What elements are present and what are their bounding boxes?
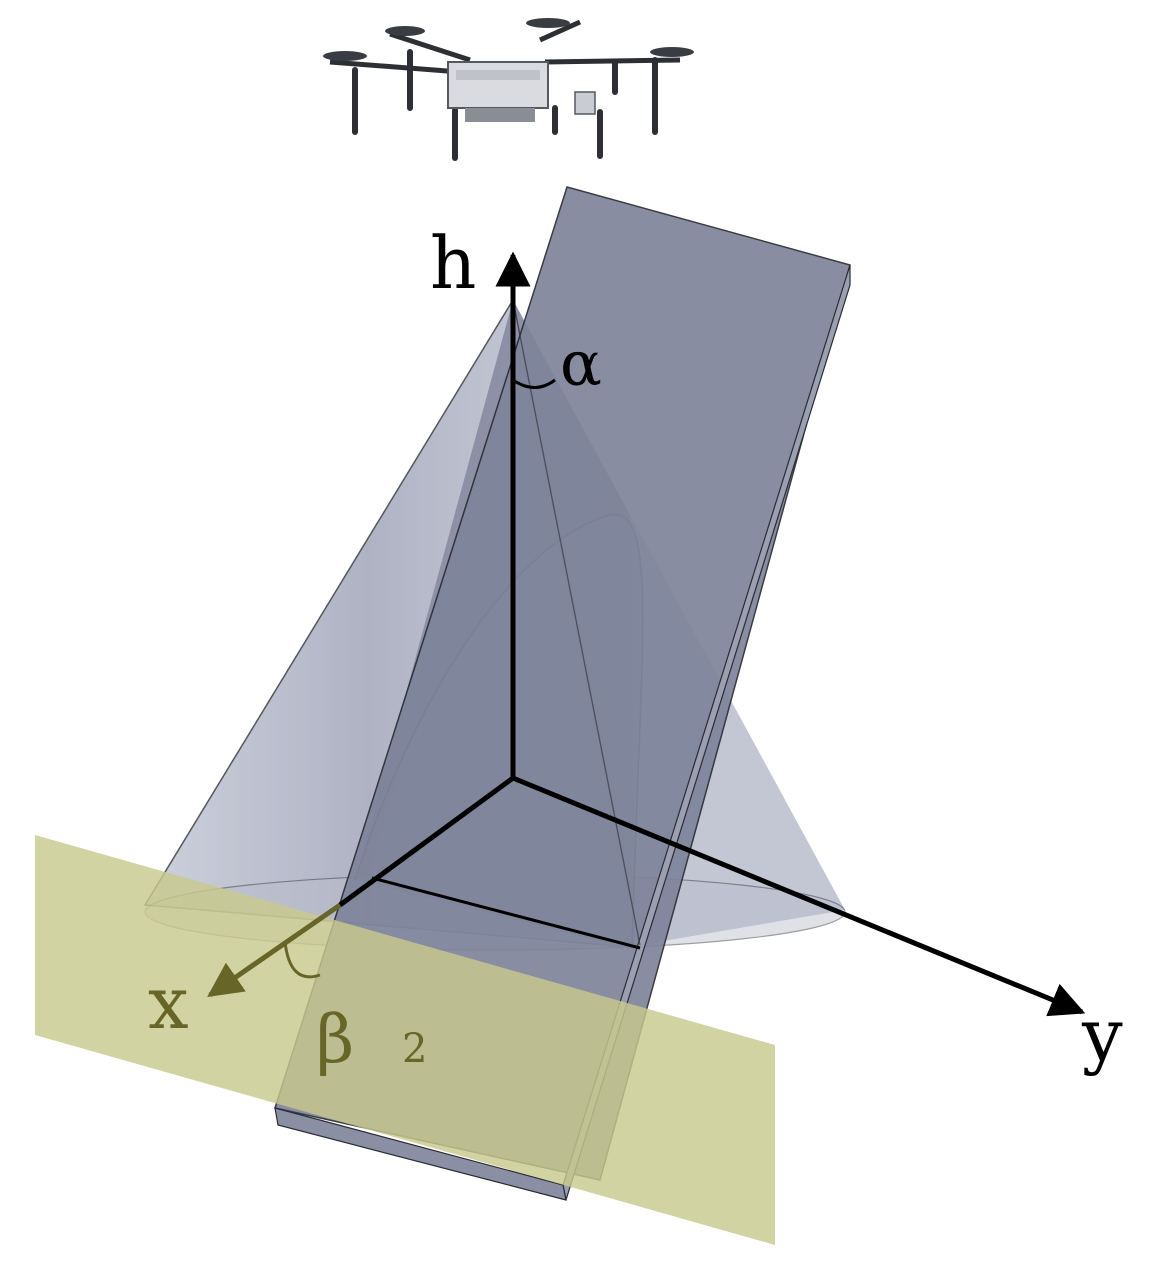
beta-arc (283, 941, 321, 979)
x-axis-label: x (148, 961, 189, 1045)
alpha-label: α (560, 327, 602, 400)
y-axis (512, 775, 1086, 1017)
ground-plane (35, 835, 775, 1245)
drone-icon (323, 18, 694, 161)
alpha-arc (512, 378, 556, 389)
beta-label: β (316, 1001, 354, 1078)
x-axis-lower (207, 902, 342, 998)
y-axis-label: y (1081, 993, 1123, 1077)
beta-subscript-label: 2 (402, 1026, 427, 1072)
base-chord-line (371, 876, 641, 950)
x-axis-upper (338, 775, 515, 908)
spray-plane-slab-bottom-edge (274, 1107, 567, 1201)
cone-front-edge (512, 299, 641, 946)
h-axis-label: h (430, 221, 476, 305)
